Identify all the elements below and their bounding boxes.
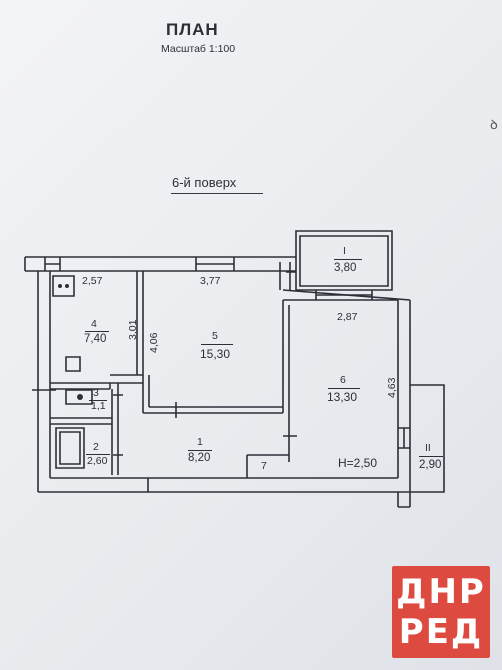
plan-scale: Масштаб 1:100 — [161, 43, 236, 55]
toilet-icon — [65, 389, 93, 405]
room-2-area: 2,60 — [87, 455, 108, 467]
plan-title: ПЛАН — [166, 20, 219, 39]
room-3-number: 3 — [93, 387, 99, 399]
dim-room5-height: 4,06 — [148, 332, 160, 353]
room-4-area: 7,40 — [84, 333, 107, 345]
outer-wall — [24, 256, 411, 508]
inner-wall — [246, 454, 289, 478]
room-1-area: 8,20 — [188, 452, 211, 464]
room-6-area: 13,30 — [327, 390, 358, 404]
inner-wall — [142, 375, 283, 414]
watermark-line1: ДНР — [396, 572, 486, 612]
balcony-i-outline — [295, 230, 393, 291]
room-3-area: 1,1 — [91, 400, 106, 412]
door-mark — [279, 262, 296, 290]
balcony-ii-fraction-line — [419, 456, 443, 457]
dim-room4-height: 3,01 — [127, 319, 139, 340]
room-7-number: 7 — [261, 460, 267, 472]
ceiling-height: H=2,50 — [338, 456, 378, 470]
balcony-i-fraction-line — [334, 259, 362, 260]
door-mark — [113, 394, 123, 456]
window — [195, 257, 235, 271]
inner-wall — [50, 382, 111, 390]
dim-room6-height: 4,63 — [386, 377, 398, 398]
room-1-number: 1 — [197, 436, 203, 448]
bathtub-icon — [55, 427, 85, 469]
balcony-i-area: 3,80 — [334, 262, 357, 274]
balcony-ii-number: II — [425, 442, 431, 454]
room-6-number: 6 — [340, 374, 346, 386]
room-2-fraction-line — [86, 454, 110, 455]
room-5-fraction-line — [201, 344, 233, 345]
floor-underline — [171, 193, 263, 194]
room-4-number: 4 — [91, 318, 97, 330]
window — [315, 290, 373, 300]
room-5-area: 15,30 — [200, 347, 231, 361]
watermark-line2: РЕД — [398, 612, 484, 652]
floor-label: 6-й поверх — [172, 175, 237, 190]
room-5-number: 5 — [212, 330, 218, 342]
balcony-i-number: I — [343, 245, 346, 257]
dim-room6-width: 2,87 — [337, 311, 358, 323]
dim-room5-width: 3,77 — [200, 275, 221, 287]
dim-room4-width: 2,57 — [82, 275, 103, 287]
room-2-number: 2 — [93, 441, 99, 453]
sink-icon — [65, 356, 81, 372]
door-mark — [147, 402, 297, 492]
room-6-fraction-line — [328, 388, 360, 389]
balcony-ii-outline — [410, 384, 445, 493]
window — [44, 257, 61, 271]
watermark-logo: ДНР РЕД — [392, 566, 490, 658]
binder-ring-icon: ꝺ — [490, 117, 498, 132]
room-1-fraction-line — [188, 450, 212, 451]
door-mark — [398, 427, 410, 449]
room-3-fraction-line — [89, 400, 107, 401]
inner-wall — [136, 271, 144, 375]
balcony-ii-area: 2,90 — [419, 459, 442, 471]
inner-wall — [50, 374, 143, 475]
room-4-fraction-line — [85, 331, 109, 332]
inner-wall — [282, 300, 290, 462]
stove-icon — [52, 275, 75, 297]
